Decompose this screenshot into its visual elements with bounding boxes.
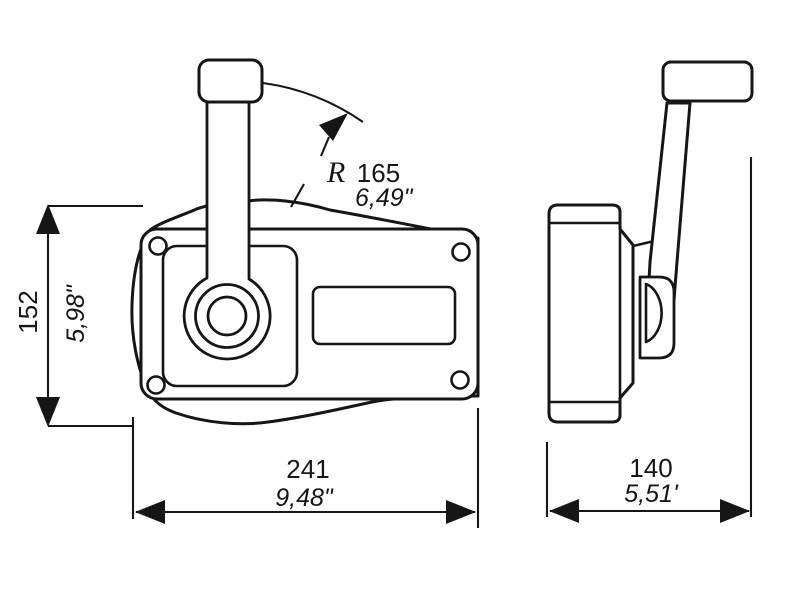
dim-height-in-label: 5,98" [62,284,90,343]
screw-hole [148,236,168,256]
side-pivot-bump [644,282,663,344]
side-lever-arm [646,101,692,302]
side-pivot-tab [638,275,676,360]
front-view [130,58,480,426]
radius-mm: 165 [357,158,400,188]
side-flange-connector [631,240,652,248]
dim-height-group: 152 5,98" [13,204,143,428]
dim-depth-mm-label: 140 [629,453,672,483]
dim-width-in-label: 9,48" [275,484,334,512]
dim-radius-in-label: 6,49" [355,184,414,212]
screw-hole [146,375,166,395]
dim-arrowhead [720,499,750,523]
dim-arrowhead [446,500,476,524]
side-view [547,60,754,424]
pivot-shaft-hole [206,295,248,337]
dim-depth-in-label: 5,51' [624,480,679,508]
label-recess [311,285,457,346]
dim-radius-label: R 165 [326,156,400,189]
dim-arrowhead [135,500,165,524]
side-body-outline [547,203,635,424]
side-body-bands [547,221,622,404]
dim-height-mm-label: 152 [13,290,43,333]
swing-arc [262,81,364,123]
radius-prefix: R [326,156,345,189]
handle-knob [197,58,264,104]
screw-hole [450,370,470,390]
screw-hole [451,242,471,262]
dim-arrowhead [36,204,60,234]
dim-arrowhead [549,499,579,523]
radius-leader-line [290,183,305,208]
dim-radius-group: R 165 6,49" [262,81,414,212]
dim-depth-group: 140 5,51' [545,157,753,523]
dim-width-mm-label: 241 [286,454,329,484]
side-handle-knob [661,60,754,103]
arc-arrowhead [319,113,348,141]
arc-arrow-tail [320,136,330,157]
dim-width-group: 241 9,48" [131,408,480,528]
dim-arrowhead [36,397,60,427]
